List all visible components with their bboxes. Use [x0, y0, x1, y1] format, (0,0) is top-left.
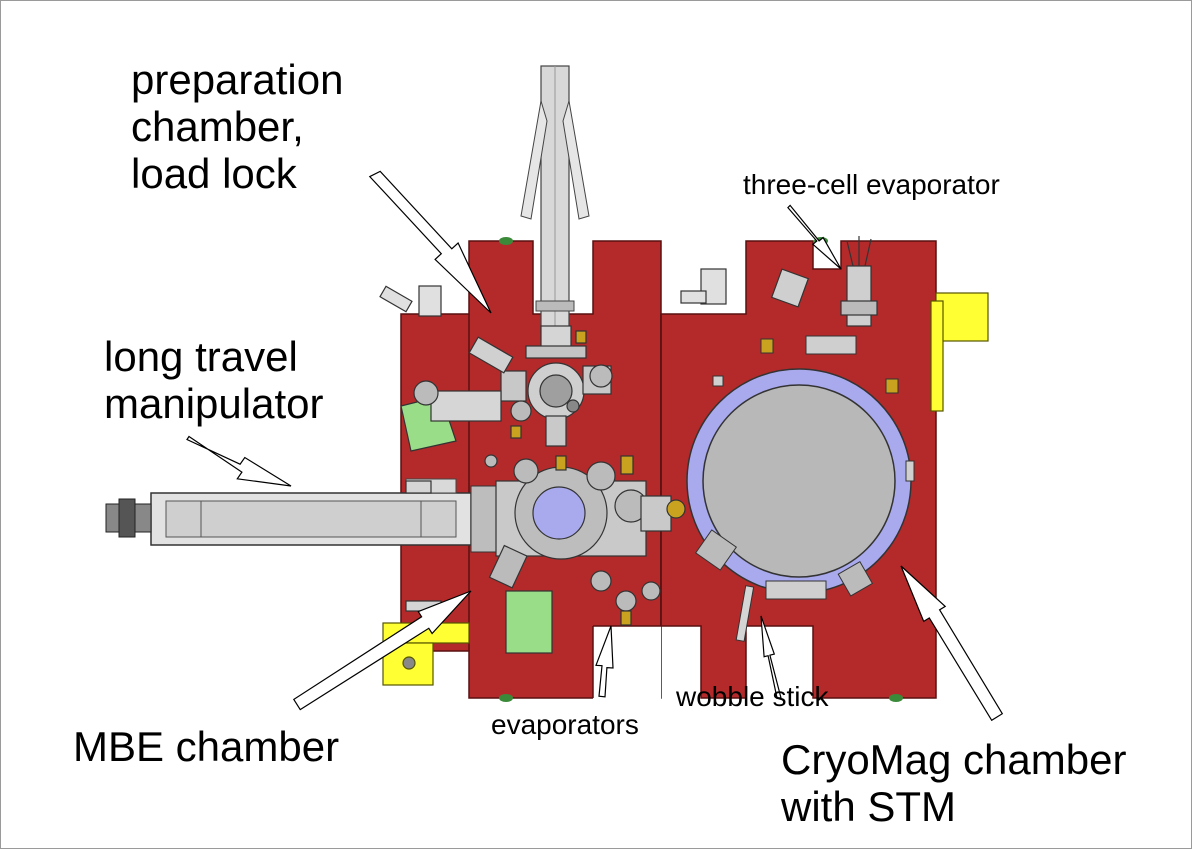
- label-cryomag-line2: with STM: [781, 783, 957, 831]
- preparation-chamber: [413, 325, 613, 447]
- arrow-icon: [787, 204, 842, 270]
- arrow-icon: [368, 170, 492, 314]
- arrow-icon: [900, 565, 1004, 722]
- label-evaporators: evaporators: [491, 709, 639, 740]
- label-preparation-line3: load lock: [131, 150, 297, 198]
- label-mbe-chamber: MBE chamber: [73, 723, 340, 770]
- side-components: [379, 285, 498, 612]
- pointer-arrows: [186, 170, 1004, 722]
- arrow-icon: [292, 590, 472, 711]
- long-travel-manipulator: [105, 478, 497, 553]
- arrow-icon: [760, 615, 782, 700]
- label-preparation-line2: chamber,: [131, 103, 304, 151]
- label-three-cell-evaporator: three-cell evaporator: [743, 169, 1000, 200]
- label-long-travel-line2: manipulator: [104, 380, 324, 428]
- label-preparation-chamber: preparation chamber, load lock: [131, 56, 343, 197]
- arrow-icon: [186, 435, 292, 487]
- cryomag-cryostat: [686, 335, 915, 642]
- label-preparation-line1: preparation: [131, 56, 344, 103]
- label-long-travel-line1: long travel: [104, 333, 298, 380]
- label-wobble-stick: wobble stick: [676, 681, 829, 712]
- label-cryomag-line1: CryoMag chamber: [781, 736, 1127, 783]
- arrow-icon: [595, 625, 614, 698]
- label-long-travel-manipulator: long travel manipulator: [104, 333, 323, 427]
- mbe-chamber: [488, 455, 686, 626]
- label-cryomag-chamber: CryoMag chamber with STM: [781, 736, 1126, 830]
- load-lock-tube: [520, 65, 590, 332]
- three-cell-evaporator: [680, 236, 878, 327]
